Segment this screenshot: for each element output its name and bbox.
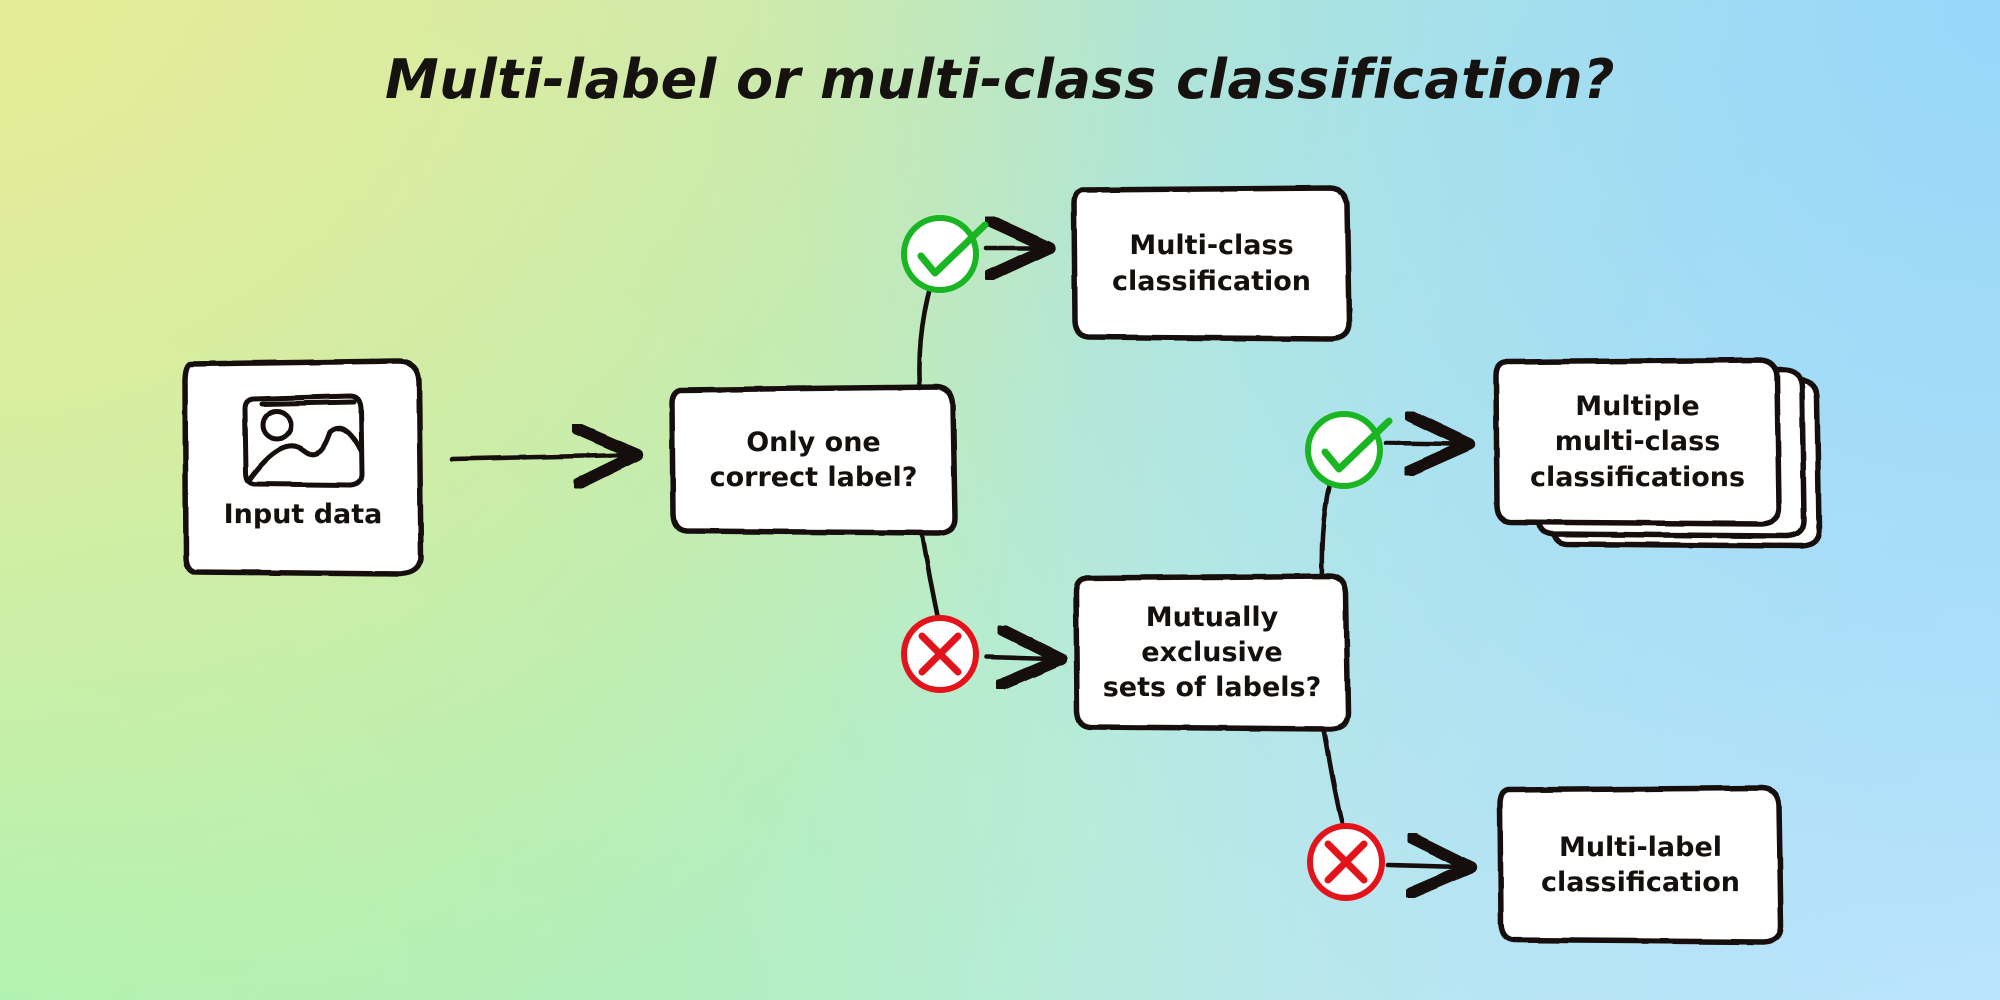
arrow-input-to-decision — [449, 455, 628, 459]
check-icon — [1305, 411, 1393, 489]
multiclass-card-shape — [1071, 185, 1352, 342]
node-input-data[interactable]: Input data — [185, 460, 421, 570]
node-multiple-multiclass[interactable]: Multiple multi-class classifications — [1496, 360, 1779, 524]
decision-exclusive-line3: sets of labels? — [1102, 672, 1322, 704]
multiclass-line1: Multi-class — [1129, 230, 1294, 262]
page-title: Multi-label or multi-class classificatio… — [385, 48, 1615, 111]
arrow-yes-to-multiple — [1383, 443, 1460, 444]
multilabel-card-shape — [1497, 785, 1784, 945]
decision-one-label-line1: Only one — [746, 426, 881, 458]
decision-exclusive-shape — [1073, 573, 1351, 732]
cross-icon — [901, 615, 979, 693]
decision-exclusive-line2: exclusive — [1141, 636, 1283, 668]
decision-one-label-line2: correct label? — [709, 462, 918, 493]
node-decision-exclusive[interactable]: Mutually exclusive sets of labels? — [1076, 576, 1348, 729]
multilabel-line1: Multi-label — [1558, 831, 1723, 863]
connector-decision1-no — [919, 530, 941, 621]
multiple-multiclass-line1: Multiple — [1575, 391, 1700, 423]
decision-one-label-shape — [669, 384, 958, 536]
input-data-label: Input data — [223, 499, 383, 531]
multiple-multiclass-line3: classifications — [1529, 461, 1746, 493]
multiple-multiclass-line2: multi-class — [1554, 426, 1721, 458]
arrow-no-to-multilabel — [1385, 865, 1462, 867]
node-multiclass[interactable]: Multi-class classification — [1074, 188, 1349, 339]
multiclass-line2: classification — [1111, 265, 1312, 297]
multiple-multiclass-stack-shape — [1493, 357, 1822, 549]
connector-decision2-no — [1321, 726, 1345, 825]
decision-exclusive-line1: Mutually — [1145, 601, 1279, 633]
node-decision-one-label[interactable]: Only one correct label? — [672, 387, 955, 533]
check-icon — [901, 215, 989, 293]
cross-icon — [1307, 823, 1385, 901]
arrow-no-to-decision2 — [983, 657, 1052, 659]
image-icon — [242, 393, 365, 488]
node-multilabel[interactable]: Multi-label classification — [1500, 788, 1781, 942]
multilabel-line2: classification — [1540, 867, 1741, 898]
